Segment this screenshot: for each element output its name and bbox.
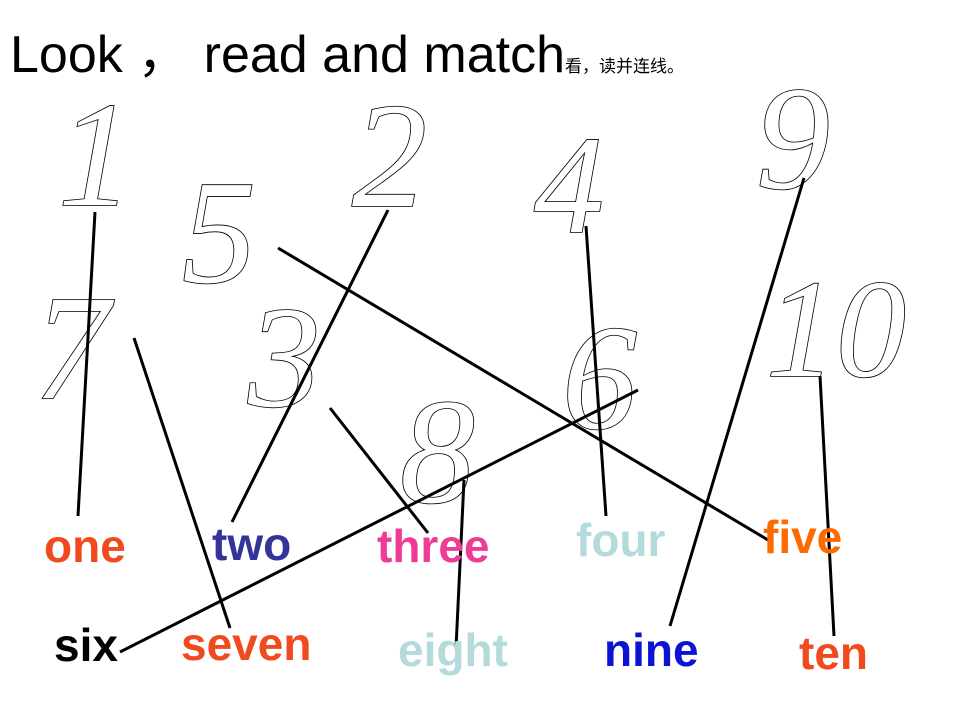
word-six[interactable]: six [54,619,118,671]
numeral-10: 10 [766,252,906,407]
match-line-nine[interactable] [668,177,806,627]
numeral-7: 7 [34,265,115,431]
page-title: Look ， read and match看，读并连线。 [10,12,684,87]
title-main: Look ， read and match [10,26,565,84]
match-line-eight[interactable] [454,479,466,649]
match-line-one[interactable] [76,211,97,517]
match-line-four[interactable] [584,225,608,517]
match-line-three[interactable] [328,407,430,534]
word-two[interactable]: two [212,518,292,570]
word-four[interactable]: four [576,514,666,566]
numeral-5: 5 [182,151,256,315]
word-nine[interactable]: nine [604,624,699,676]
match-line-six[interactable] [119,388,639,654]
numeral-4: 4 [534,108,604,263]
word-ten[interactable]: ten [799,627,868,679]
match-line-five[interactable] [277,246,769,542]
match-line-seven[interactable] [132,337,232,629]
numeral-1: 1 [58,72,133,238]
numeral-3: 3 [247,278,321,438]
word-seven[interactable]: seven [181,618,312,670]
numeral-9: 9 [756,57,830,221]
title-subtitle: 看，读并连线。 [565,57,684,77]
word-eight[interactable]: eight [398,624,508,676]
word-five[interactable]: five [763,511,843,563]
match-line-two[interactable] [230,209,390,523]
match-line-ten[interactable] [818,375,836,637]
word-one[interactable]: one [44,520,126,572]
numeral-2: 2 [352,73,427,239]
word-three[interactable]: three [377,520,490,572]
